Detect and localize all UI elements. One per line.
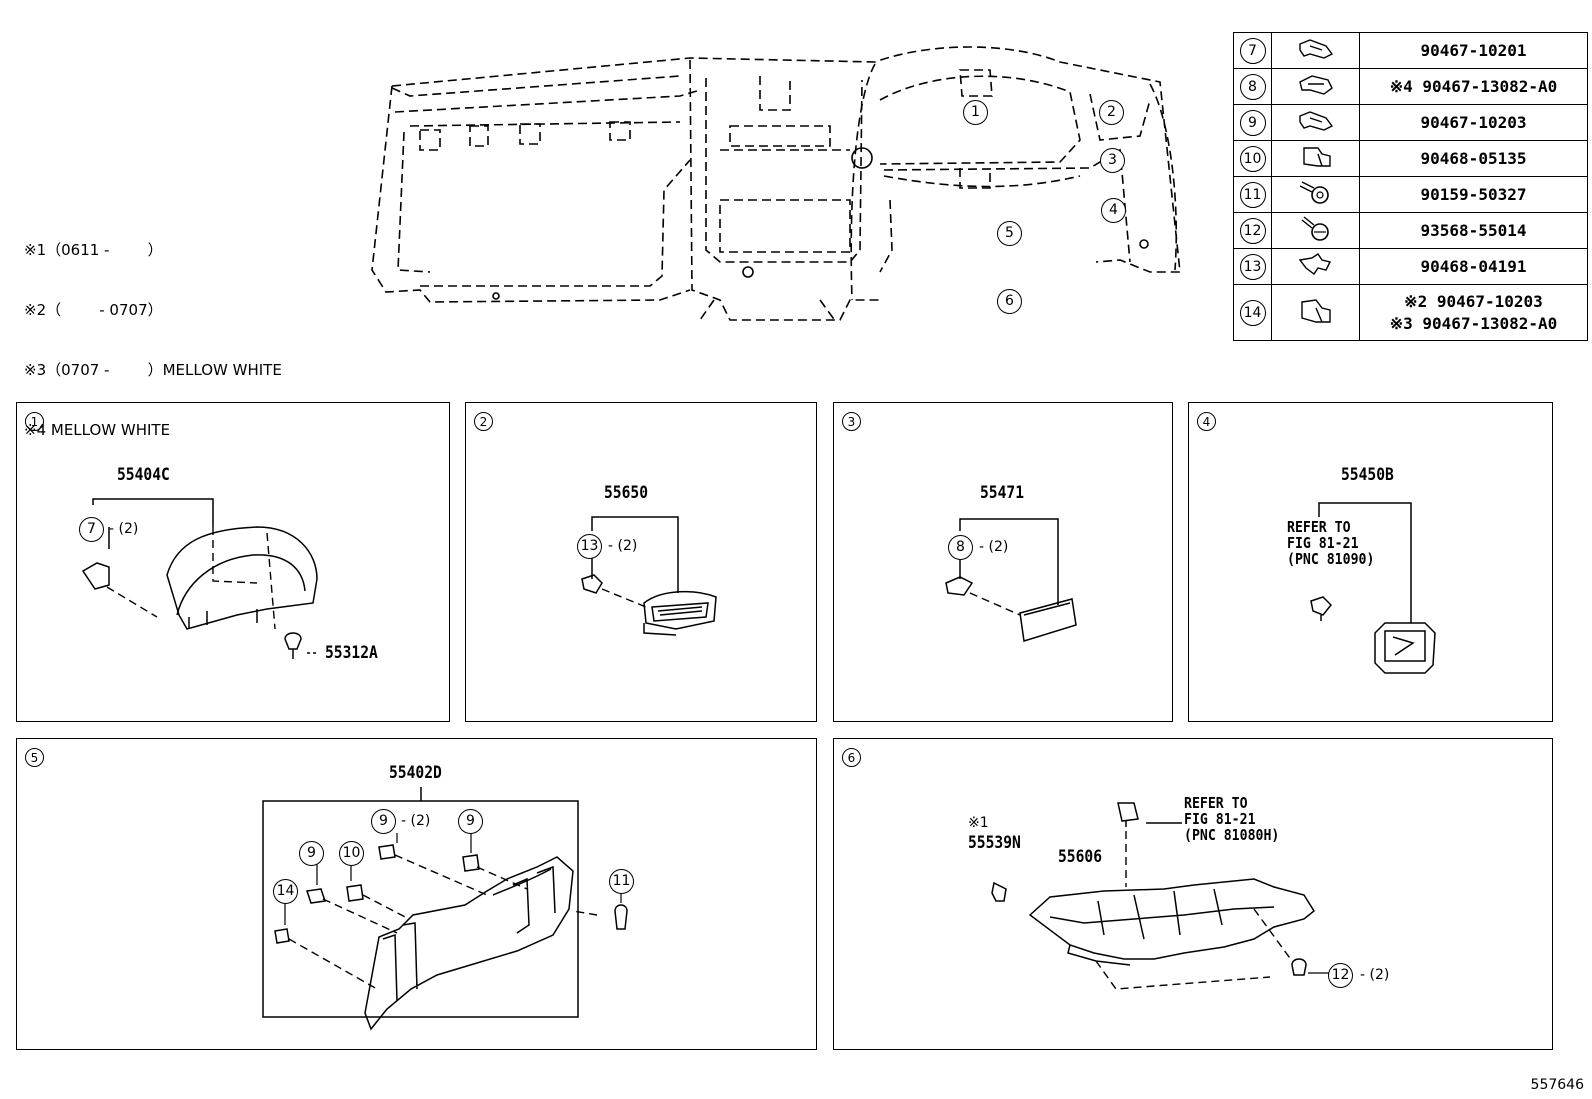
callout-circle[interactable]: 9: [371, 809, 396, 834]
part-number: ※3 90467-13082-A0: [1389, 313, 1558, 333]
panel-number: 4: [1197, 412, 1216, 431]
callout-circle[interactable]: 9: [299, 841, 324, 866]
overview-callout-6[interactable]: 6: [997, 289, 1022, 314]
panel-6: 6 ※1 55539N 55606 REFER TO FIG 81-21 (PN…: [833, 738, 1553, 1050]
table-row[interactable]: 14 ※2 90467-10203 ※3 90467-13082-A0: [1233, 284, 1588, 341]
part-number: 90468-05135: [1420, 148, 1527, 168]
callout-circle[interactable]: 12: [1328, 963, 1353, 988]
quantity-label: - (2): [401, 813, 431, 829]
ref-circle: 12: [1239, 217, 1266, 244]
panel-number: 3: [842, 412, 861, 431]
clip-icon: [1298, 252, 1331, 275]
note-1: ※1（0611 - ）: [24, 241, 163, 259]
under-cover-drawing: [991, 802, 1330, 990]
part-number: 90467-10203: [1420, 112, 1527, 132]
part-number: 90159-50327: [1420, 184, 1527, 204]
switch-housing-drawing: [1310, 502, 1436, 674]
panel-2: 2 55650 13 - (2): [465, 402, 817, 722]
overview-callout-1[interactable]: 1: [963, 100, 988, 125]
part-number: ※4 90467-13082-A0: [1389, 76, 1558, 96]
ref-circle: 10: [1239, 145, 1266, 172]
part-number-label[interactable]: 55402D: [389, 763, 442, 783]
part-number: 90468-04191: [1420, 256, 1527, 276]
table-row[interactable]: 12 93568-55014: [1233, 212, 1588, 249]
trim-panel-drawing: [945, 518, 1077, 642]
nut-clip-icon: [1302, 146, 1331, 167]
panel-number: 2: [474, 412, 493, 431]
quantity-label: - (2): [1360, 967, 1390, 983]
table-row[interactable]: 10 90468-05135: [1233, 140, 1588, 177]
table-row[interactable]: 13 90468-04191: [1233, 248, 1588, 285]
nut-clip-icon: [1300, 298, 1331, 323]
part-number-label[interactable]: 55404C: [117, 465, 170, 485]
table-row[interactable]: 7 90467-10201: [1233, 32, 1588, 69]
combination-meter-bezel-drawing: [81, 498, 318, 659]
note-mark: ※1: [968, 815, 989, 831]
refer-to-note: REFER TO FIG 81-21 (PNC 81080H): [1184, 794, 1280, 844]
callout-circle[interactable]: 11: [609, 869, 634, 894]
part-number-label[interactable]: 55471: [980, 483, 1025, 503]
clip-icon: [1298, 74, 1333, 95]
panel-5: 5 55402D: [16, 738, 817, 1050]
panel-number: 1: [25, 412, 44, 431]
callout-circle[interactable]: 7: [79, 517, 104, 542]
quantity-label: - (2): [608, 538, 638, 554]
fastener-table: 7 90467-10201 8 ※4 90467-13082-A0 9 9046…: [1233, 32, 1588, 341]
callout-circle[interactable]: 9: [458, 809, 483, 834]
part-number: 93568-55014: [1420, 220, 1527, 240]
overview-callout-4[interactable]: 4: [1101, 198, 1126, 223]
table-row[interactable]: 11 90159-50327: [1233, 176, 1588, 213]
part-number-label[interactable]: 55539N: [968, 833, 1021, 853]
lower-panel-drawing: [262, 787, 628, 1031]
screw-icon: [1299, 180, 1329, 204]
air-vent-drawing: [581, 516, 717, 636]
part-number: ※2 90467-10203: [1404, 291, 1543, 311]
screw-icon: [1301, 215, 1329, 241]
table-row[interactable]: 8 ※4 90467-13082-A0: [1233, 68, 1588, 105]
note-2: ※2（ - 0707）: [24, 301, 163, 319]
panel-1: 1 55404C 55312A 7 - (2): [16, 402, 450, 722]
callout-circle[interactable]: 13: [577, 534, 602, 559]
part-number: 90467-10201: [1420, 40, 1527, 60]
part-number-label[interactable]: 55450B: [1341, 465, 1394, 485]
clip-icon: [1298, 38, 1333, 59]
ref-circle: 9: [1239, 109, 1266, 136]
ref-circle: 8: [1239, 73, 1266, 100]
overview-callout-2[interactable]: 2: [1099, 100, 1124, 125]
panel-3: 3 55471 8 - (2): [833, 402, 1173, 722]
ref-circle: 11: [1239, 181, 1266, 208]
clip-icon: [1298, 110, 1333, 131]
quantity-label: - (2): [979, 539, 1009, 555]
panel-4: 4 55450B REFER TO FIG 81-21 (PNC 81090): [1188, 402, 1553, 722]
part-number-label[interactable]: 55312A: [325, 643, 378, 663]
panel-number: 5: [25, 748, 44, 767]
callout-circle[interactable]: 8: [948, 535, 973, 560]
overview-callout-3[interactable]: 3: [1100, 148, 1125, 173]
ref-circle: 14: [1239, 299, 1266, 326]
note-3: ※3（0707 - ）MELLOW WHITE: [24, 361, 282, 379]
callout-circle[interactable]: 14: [273, 879, 298, 904]
part-number-label[interactable]: 55650: [604, 483, 649, 503]
table-row[interactable]: 9 90467-10203: [1233, 104, 1588, 141]
callout-circle[interactable]: 10: [339, 841, 364, 866]
ref-circle: 13: [1239, 253, 1266, 280]
ref-circle: 7: [1239, 37, 1266, 64]
refer-to-note: REFER TO FIG 81-21 (PNC 81090): [1287, 518, 1375, 568]
quantity-label: - (2): [109, 521, 139, 537]
overview-callout-5[interactable]: 5: [997, 221, 1022, 246]
part-number-label[interactable]: 55606: [1058, 847, 1103, 867]
panel-number: 6: [842, 748, 861, 767]
figure-number: 557646: [1530, 1077, 1584, 1093]
